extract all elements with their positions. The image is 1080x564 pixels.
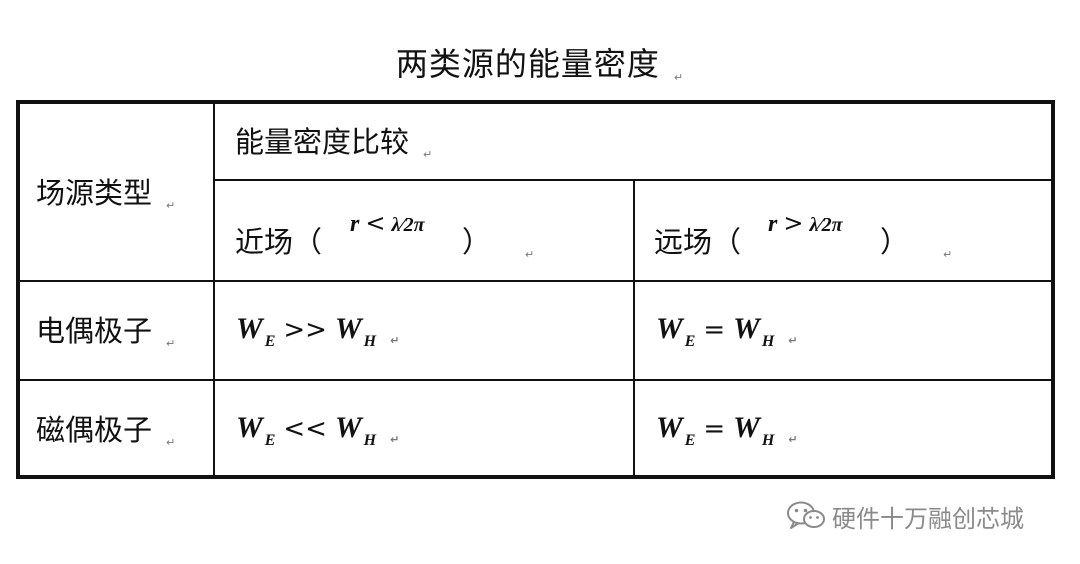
relation-left-symbol: W bbox=[656, 312, 683, 345]
far-field-label: 远场（ bbox=[654, 225, 742, 259]
header-near-field: 近场（ bbox=[235, 222, 322, 262]
header-far-field: 远场（ bbox=[654, 222, 741, 262]
paragraph-mark: ↵ bbox=[788, 433, 798, 446]
relation-operator: << bbox=[283, 414, 327, 444]
row-source-magnetic-dipole: 磁偶极子 ↵ bbox=[36, 410, 175, 463]
near-field-frac: λ⁄2π bbox=[391, 214, 425, 236]
watermark: 硬件十万融创芯城 bbox=[786, 498, 1024, 534]
paragraph-mark: ↵ bbox=[166, 199, 176, 212]
table-divider-vertical-1 bbox=[213, 104, 215, 475]
paragraph-mark: ↵ bbox=[390, 334, 400, 347]
table-divider-vertical-2 bbox=[633, 180, 635, 475]
table-divider-horizontal-2 bbox=[20, 280, 1051, 282]
far-field-frac: λ⁄2π bbox=[809, 214, 843, 236]
relation-right-symbol: W bbox=[334, 312, 362, 345]
paragraph-mark: ↵ bbox=[788, 334, 798, 347]
paragraph-mark: ↵ bbox=[673, 71, 685, 84]
document-title-text: 两类源的能量密度 bbox=[395, 45, 660, 83]
relation-right-symbol: W bbox=[334, 411, 362, 444]
header-source-type: 场源类型 ↵ bbox=[36, 173, 175, 226]
relation-operator: = bbox=[703, 414, 726, 444]
paragraph-mark: ↵ bbox=[166, 337, 176, 350]
table-divider-horizontal-1 bbox=[213, 179, 1051, 181]
relation-left-subscript: E bbox=[264, 333, 276, 350]
paragraph-mark: ↵ bbox=[423, 148, 433, 161]
relation-right-subscript: H bbox=[363, 432, 377, 449]
row-source-electric-dipole: 电偶极子 ↵ bbox=[36, 311, 175, 364]
far-field-var: r bbox=[768, 211, 778, 237]
relation-left-subscript: E bbox=[264, 432, 276, 449]
relation-left-symbol: W bbox=[656, 411, 683, 444]
far-field-cmp: > bbox=[783, 209, 804, 237]
paragraph-mark: ↵ bbox=[525, 248, 535, 261]
relation-left-symbol: W bbox=[236, 411, 263, 444]
header-energy-compare: 能量密度比较 ↵ bbox=[235, 122, 432, 175]
near-field-condition: r<λ⁄2π bbox=[350, 208, 425, 240]
near-field-var: r bbox=[350, 211, 360, 237]
near-field-close-text: ） bbox=[462, 225, 492, 259]
header-source-type-text: 场源类型 bbox=[36, 176, 153, 210]
relation-right-symbol: W bbox=[733, 312, 760, 345]
relation-left-symbol: W bbox=[236, 312, 263, 345]
relation-right-symbol: W bbox=[733, 411, 760, 444]
relation-left-subscript: E bbox=[684, 333, 696, 350]
near-field-label: 近场（ bbox=[235, 225, 323, 259]
relation-right-subscript: H bbox=[363, 333, 377, 350]
paragraph-mark: ↵ bbox=[166, 436, 176, 449]
far-field-condition: r>λ⁄2π bbox=[768, 208, 843, 240]
relation-right-subscript: H bbox=[761, 333, 775, 350]
far-field-close-text: ） bbox=[880, 225, 910, 259]
row-source-text: 磁偶极子 bbox=[36, 413, 153, 447]
paragraph-mark: ↵ bbox=[943, 248, 953, 261]
relation-right-subscript: H bbox=[761, 432, 775, 449]
table-divider-horizontal-3 bbox=[20, 379, 1051, 381]
energy-density-table: 场源类型↵ 能量密度比较↵ 近场（ r<λ⁄2π ）↵ 远场（ r>λ⁄2π ）… bbox=[16, 100, 1055, 479]
relation-operator: >> bbox=[283, 315, 327, 345]
far-field-close: ）↵ bbox=[880, 222, 952, 275]
paragraph-mark: ↵ bbox=[390, 433, 400, 446]
document-title: 两类源的能量密度 ↵ bbox=[0, 40, 1080, 102]
relation-operator: = bbox=[703, 315, 726, 345]
wechat-icon bbox=[786, 500, 826, 532]
row-source-text: 电偶极子 bbox=[36, 314, 153, 348]
near-field-cmp: < bbox=[365, 209, 386, 237]
watermark-text: 硬件十万融创芯城 bbox=[832, 504, 1024, 533]
relation-left-subscript: E bbox=[684, 432, 696, 449]
header-energy-compare-text: 能量密度比较 bbox=[235, 125, 410, 159]
near-field-close: ）↵ bbox=[462, 222, 534, 275]
